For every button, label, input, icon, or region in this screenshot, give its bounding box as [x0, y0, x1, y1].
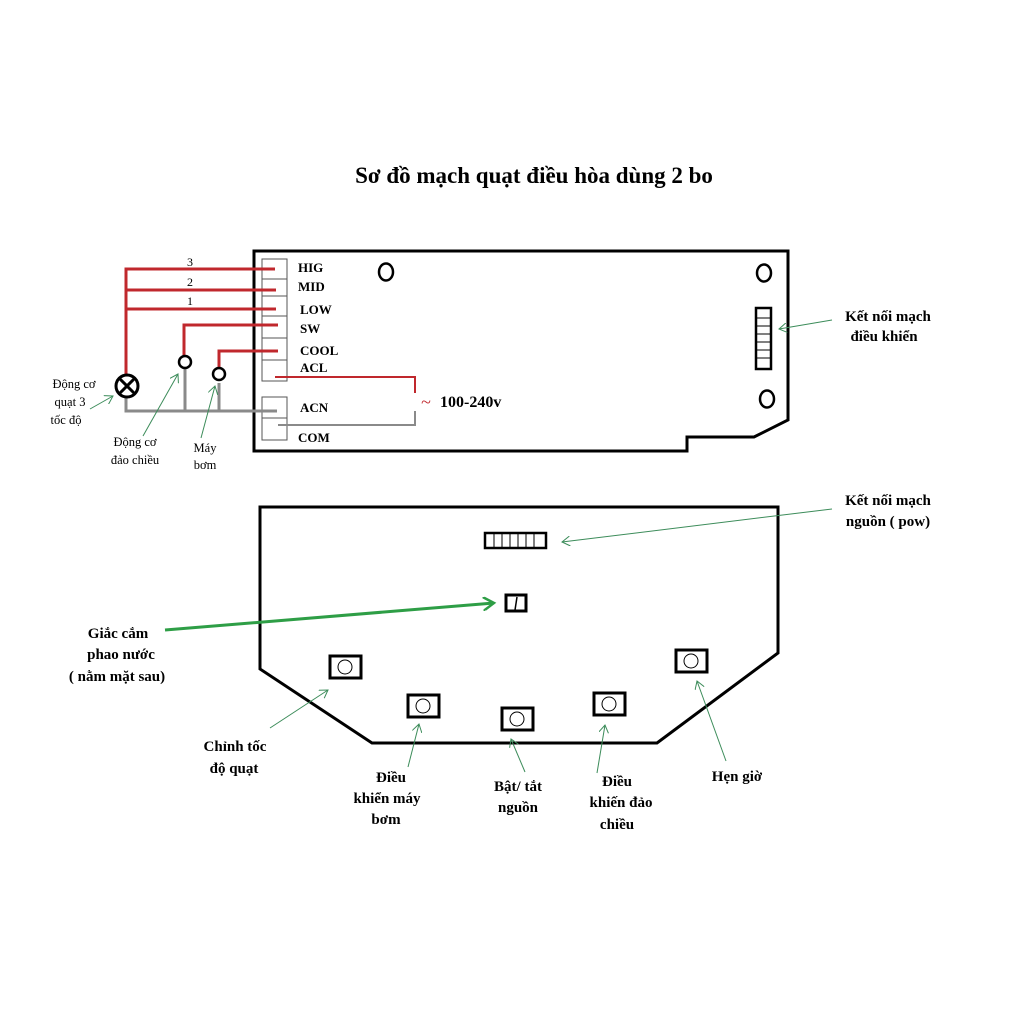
float-socket-label-1: Giắc cắm	[88, 626, 149, 642]
wire-acl	[275, 376, 416, 393]
mounting-hole	[758, 389, 776, 409]
terminal-block-main	[261, 258, 288, 382]
pin-label-hig: HIG	[298, 260, 323, 275]
diagram-title: Sơ đồ mạch quạt điều hòa dùng 2 bo	[355, 163, 713, 188]
speed-button-label-2: độ quạt	[210, 761, 259, 777]
swing-motor-label-2: đảo chiều	[111, 453, 160, 467]
wire-number-2: 2	[187, 275, 193, 289]
swing-button-label-1: Điều	[602, 774, 632, 790]
float-socket	[504, 593, 528, 613]
wire-sw	[182, 323, 278, 355]
pump-button-arrow	[407, 724, 419, 768]
pump-label-2: bơm	[194, 458, 217, 472]
power-connector-label-2: nguồn ( pow)	[846, 514, 930, 530]
control-connector-arrow	[779, 319, 833, 329]
button-power[interactable]	[500, 706, 535, 732]
speed-button-arrow	[269, 690, 328, 729]
swing-button-label-3: chiều	[600, 817, 634, 833]
ac-supply-symbol: ~	[421, 392, 431, 412]
control-connector-label-1: Kết nối mạch	[845, 309, 931, 325]
swing-motor-label-1: Động cơ	[113, 435, 156, 449]
pump-label-1: Máy	[194, 441, 218, 455]
supply-voltage: 100-240v	[440, 394, 501, 411]
power-board: HIG MID LOW SW COOL ACL ACN COM	[252, 249, 790, 453]
swing-button-label-2: khiến đảo	[590, 795, 653, 811]
button-pump[interactable]	[406, 693, 441, 719]
wire-com	[278, 411, 416, 426]
pin-label-low: LOW	[300, 302, 332, 317]
control-board-outline	[258, 505, 780, 745]
wire-acn	[124, 398, 277, 413]
control-connector-label-2: điều khiển	[850, 329, 918, 345]
pin-label-acl: ACL	[300, 360, 328, 375]
power-connector-arrow	[562, 508, 833, 542]
float-socket-label-2: phao nước	[87, 647, 155, 663]
float-socket-arrow	[164, 603, 494, 632]
pump-arrow	[200, 386, 215, 439]
fan-motor-arrow	[89, 396, 113, 410]
pump-icon	[211, 366, 227, 382]
power-connector-label-1: Kết nối mạch	[845, 493, 931, 509]
speed-button-label-1: Chỉnh tốc	[204, 739, 267, 755]
swing-motor-arrow	[142, 374, 178, 437]
wire-number-3: 3	[187, 255, 193, 269]
power-button-label-2: nguồn	[498, 800, 539, 816]
live-wires	[124, 267, 416, 393]
pump-button-label-3: bơm	[371, 812, 401, 828]
control-connector	[754, 306, 773, 371]
pin-label-acn: ACN	[300, 400, 329, 415]
button-timer[interactable]	[674, 648, 709, 674]
power-button-label-1: Bật/ tắt	[494, 779, 542, 795]
wire-number-1: 1	[187, 294, 193, 308]
pump-button-label-1: Điều	[376, 770, 406, 786]
fan-motor-label-2: quạt 3	[55, 395, 86, 409]
pin-label-com: COM	[298, 430, 330, 445]
control-board	[258, 505, 780, 745]
pump-button-label-2: khiển máy	[353, 791, 421, 807]
button-speed[interactable]	[328, 654, 363, 680]
mounting-hole	[377, 262, 395, 282]
pin-label-mid: MID	[298, 279, 325, 294]
pin-label-cool: COOL	[300, 343, 339, 358]
wire-cool	[217, 349, 278, 369]
terminal-block-neutral	[261, 396, 288, 441]
wire-high	[124, 267, 275, 378]
button-swing[interactable]	[592, 691, 627, 717]
neutral-wires	[124, 369, 416, 426]
swing-motor-icon	[177, 354, 193, 370]
pin-label-sw: SW	[300, 321, 320, 336]
swing-button-arrow	[596, 725, 605, 774]
fan-motor-label-3: tốc độ	[51, 413, 82, 427]
power-connector	[483, 531, 548, 550]
power-board-outline	[252, 249, 790, 453]
float-socket-label-3: ( nằm mặt sau)	[69, 669, 165, 685]
timer-button-arrow	[697, 681, 727, 762]
fan-motor-label-1: Động cơ	[52, 377, 95, 391]
power-button-arrow	[511, 739, 526, 773]
fan-motor-icon	[114, 373, 140, 399]
timer-button-label: Hẹn giờ	[712, 769, 763, 785]
mounting-hole	[755, 263, 773, 283]
